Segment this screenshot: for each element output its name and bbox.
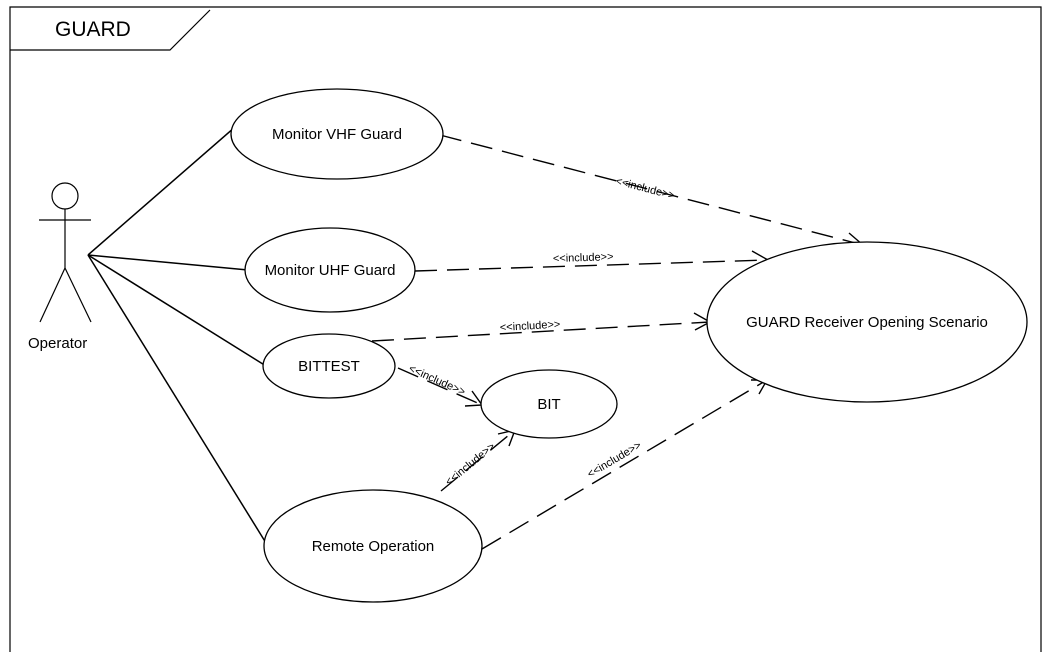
- include-label: <<include>>: [614, 175, 676, 202]
- use-case-label: BIT: [537, 396, 560, 413]
- use-case-label: Remote Operation: [312, 538, 435, 555]
- use-case-remote-operation[interactable]: Remote Operation: [263, 489, 483, 603]
- include-uhf-guard: [414, 259, 769, 272]
- use-case-label: Monitor VHF Guard: [272, 126, 402, 143]
- actor-right-leg: [64, 267, 92, 323]
- assoc-monitor-vhf: [87, 126, 236, 256]
- use-case-label: GUARD Receiver Opening Scenario: [746, 314, 988, 331]
- assoc-remote-operation: [87, 254, 267, 544]
- use-case-guard-receiver-opening[interactable]: GUARD Receiver Opening Scenario: [706, 241, 1028, 403]
- include-label: <<include>>: [499, 319, 560, 334]
- use-case-bittest[interactable]: BITTEST: [262, 333, 396, 399]
- include-remote-bit: [440, 429, 516, 492]
- actor-left-leg: [39, 267, 66, 323]
- include-label: <<include>>: [553, 251, 614, 265]
- use-case-label: Monitor UHF Guard: [265, 262, 396, 279]
- actor-head: [51, 182, 79, 210]
- actor-operator[interactable]: Operator: [28, 182, 92, 352]
- include-bittest-bit: [397, 367, 483, 406]
- use-case-bit[interactable]: BIT: [480, 369, 618, 439]
- use-case-monitor-vhf[interactable]: Monitor VHF Guard: [230, 88, 444, 180]
- include-remote-guard: [481, 379, 768, 550]
- frame-title-tab: [10, 9, 211, 51]
- include-label: <<include>>: [585, 439, 643, 480]
- use-case-monitor-uhf[interactable]: Monitor UHF Guard: [244, 227, 416, 313]
- assoc-monitor-uhf: [87, 254, 249, 271]
- frame-title: GUARD: [55, 18, 131, 41]
- associations: [87, 126, 267, 544]
- include-bittest-guard: [371, 321, 711, 342]
- use-case-label: BITTEST: [298, 358, 360, 375]
- actor-label: Operator: [28, 335, 87, 352]
- include-vhf-guard: [439, 134, 864, 246]
- assoc-bittest: [87, 254, 267, 367]
- include-label: <<include>>: [407, 363, 467, 399]
- system-frame: GUARD: [9, 6, 1042, 652]
- include-label: <<include>>: [443, 441, 497, 489]
